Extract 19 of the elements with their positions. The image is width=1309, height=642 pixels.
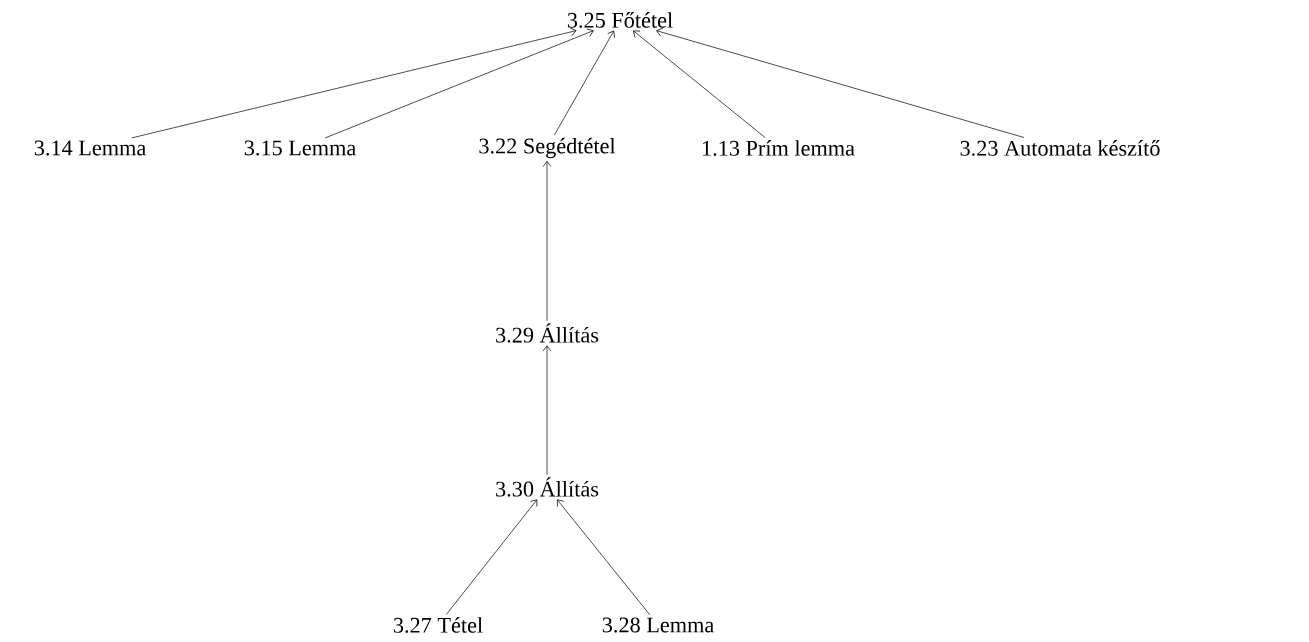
theorem-label: 3.29 Állítás [496, 323, 599, 343]
arrow [542, 345, 552, 476]
arrow [131, 27, 577, 139]
arrow [445, 499, 538, 615]
theorem-label: 3.27 Tétel [393, 617, 483, 633]
theorem-label: 3.23 Automata készítő [960, 140, 1160, 156]
arrow [556, 499, 651, 616]
theorem-label: 3.15 Lemma [244, 140, 356, 156]
theorem-label: 1.13 Prím lemma [703, 140, 855, 156]
arrow [553, 30, 615, 136]
theorem-label: 3.30 Állítás [496, 477, 599, 497]
arrow [656, 27, 1025, 138]
theorem-label: 3.28 Lemma [602, 617, 714, 633]
arrow [542, 160, 552, 322]
theorem-label: 3.25 Főtétel [567, 12, 673, 28]
theorem-label: 3.22 Segédtétel [479, 137, 616, 159]
arrow [633, 30, 766, 138]
theorem-label: 3.14 Lemma [34, 140, 146, 156]
arrow [324, 28, 594, 139]
